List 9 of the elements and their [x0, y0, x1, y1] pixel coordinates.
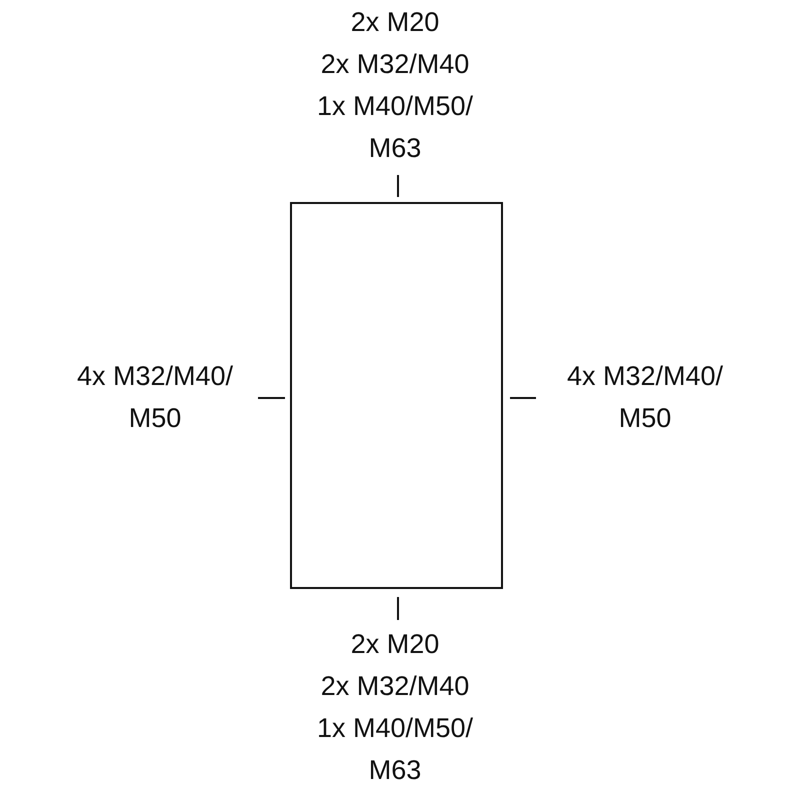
enclosure-outline	[290, 202, 503, 589]
port-label: 4x M32/M40/ M50	[566, 360, 724, 435]
port-label: 2x M32/M40	[320, 670, 470, 703]
port-label: 1x M40/M50/ M63	[316, 712, 474, 787]
port-label: 2x M32/M40	[320, 48, 470, 81]
port-label: 2x M20	[350, 628, 440, 661]
port-label: 4x M32/M40/ M50	[76, 360, 234, 435]
port-label: 1x M40/M50/ M63	[316, 90, 474, 165]
port-label: 2x M20	[350, 6, 440, 39]
